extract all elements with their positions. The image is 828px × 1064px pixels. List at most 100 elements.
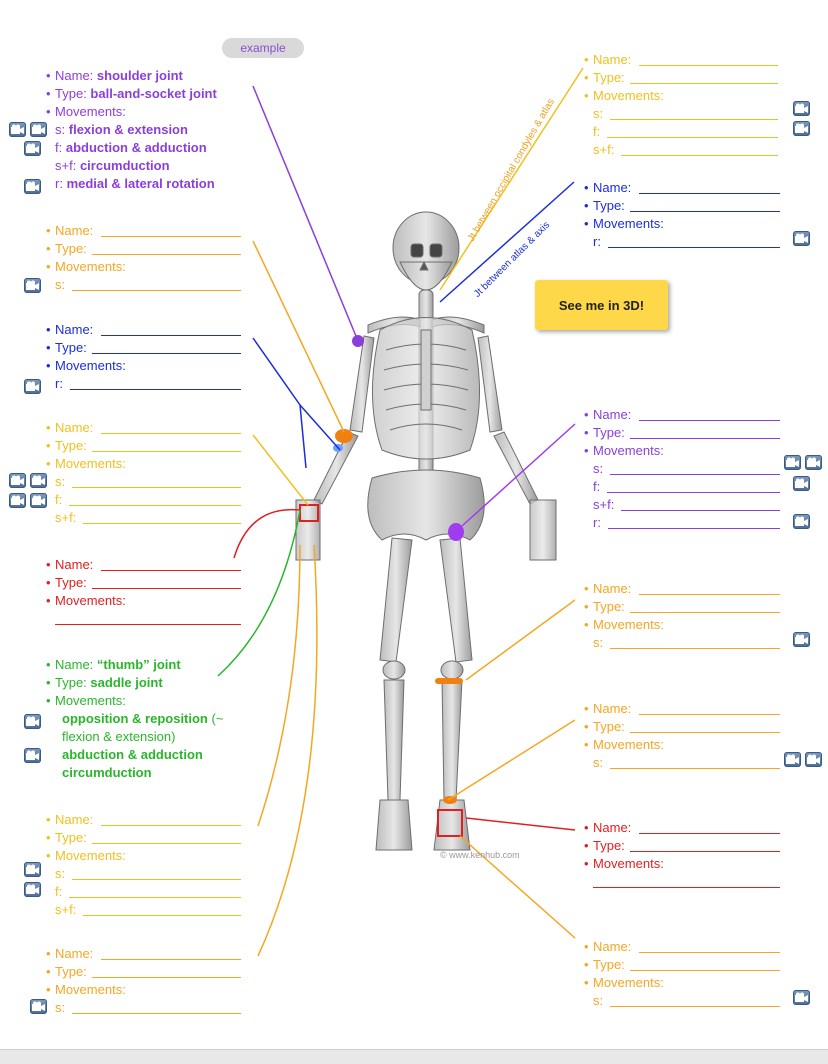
name-answer-line[interactable] bbox=[639, 714, 780, 715]
video-camera-icon[interactable] bbox=[793, 476, 810, 491]
video-camera-icon[interactable] bbox=[793, 121, 810, 136]
joint-block-7: Name:Type:Movements:s:f:s+f: bbox=[584, 51, 778, 159]
video-camera-icon[interactable] bbox=[805, 752, 822, 767]
video-camera-icon[interactable] bbox=[9, 473, 26, 488]
s-answer-line[interactable] bbox=[72, 290, 241, 291]
name-label: Name: bbox=[55, 68, 94, 83]
s-label: s: bbox=[593, 461, 604, 476]
name-label: Name: bbox=[55, 946, 94, 961]
video-camera-icon[interactable] bbox=[24, 379, 41, 394]
example-s: flexion & extension bbox=[68, 122, 188, 137]
s-label: s: bbox=[55, 474, 66, 489]
name-label: Name: bbox=[593, 407, 632, 422]
s-answer-line[interactable] bbox=[610, 119, 778, 120]
name-answer-line[interactable] bbox=[639, 952, 780, 953]
s-answer-line[interactable] bbox=[72, 1013, 241, 1014]
s-answer-line[interactable] bbox=[610, 1006, 780, 1007]
type-label: Type: bbox=[593, 425, 625, 440]
type-answer-line[interactable] bbox=[630, 970, 780, 971]
video-camera-icon[interactable] bbox=[9, 493, 26, 508]
name-answer-line[interactable] bbox=[639, 65, 778, 66]
r-answer-line[interactable] bbox=[608, 528, 780, 529]
f-answer-line[interactable] bbox=[607, 137, 778, 138]
type-answer-line[interactable] bbox=[92, 254, 241, 255]
video-camera-icon[interactable] bbox=[784, 455, 801, 470]
movements-label: Movements: bbox=[55, 259, 126, 274]
s-answer-line[interactable] bbox=[72, 487, 241, 488]
sf-answer-line[interactable] bbox=[83, 915, 241, 916]
video-camera-icon[interactable] bbox=[30, 493, 47, 508]
name-answer-line[interactable] bbox=[101, 570, 241, 571]
type-answer-line[interactable] bbox=[630, 612, 780, 613]
f-answer-line[interactable] bbox=[607, 492, 780, 493]
video-camera-icon[interactable] bbox=[805, 455, 822, 470]
name-answer-line[interactable] bbox=[639, 833, 780, 834]
joint-block-13: Name:Type:Movements:s: bbox=[584, 938, 780, 1010]
f-answer-line[interactable] bbox=[69, 897, 241, 898]
video-camera-icon[interactable] bbox=[793, 101, 810, 116]
type-answer-line[interactable] bbox=[92, 843, 241, 844]
thumb-m1: opposition & reposition bbox=[62, 711, 208, 726]
name-label: Name: bbox=[593, 820, 632, 835]
video-camera-icon[interactable] bbox=[793, 632, 810, 647]
movements-answer-line[interactable] bbox=[593, 887, 780, 888]
example-sf: circumduction bbox=[79, 158, 170, 173]
video-camera-icon[interactable] bbox=[30, 999, 47, 1014]
s-answer-line[interactable] bbox=[610, 648, 780, 649]
type-label: Type: bbox=[55, 830, 87, 845]
s-label: s: bbox=[593, 106, 604, 121]
video-camera-icon[interactable] bbox=[24, 748, 41, 763]
type-answer-line[interactable] bbox=[630, 851, 780, 852]
video-camera-icon[interactable] bbox=[793, 990, 810, 1005]
joint-block-10: Name:Type:Movements:s: bbox=[584, 580, 780, 652]
video-camera-icon[interactable] bbox=[9, 122, 26, 137]
s-answer-line[interactable] bbox=[610, 768, 780, 769]
example-name: shoulder joint bbox=[96, 68, 183, 83]
s-answer-line[interactable] bbox=[72, 879, 241, 880]
type-answer-line[interactable] bbox=[630, 83, 778, 84]
type-label: Type: bbox=[55, 964, 87, 979]
video-camera-icon[interactable] bbox=[30, 122, 47, 137]
video-camera-icon[interactable] bbox=[30, 473, 47, 488]
r-answer-line[interactable] bbox=[70, 389, 241, 390]
thumb-m1-note-b: flexion & extension) bbox=[62, 729, 176, 744]
see-in-3d-callout[interactable]: See me in 3D! bbox=[535, 280, 668, 330]
type-answer-line[interactable] bbox=[630, 211, 780, 212]
name-answer-line[interactable] bbox=[639, 594, 780, 595]
name-answer-line[interactable] bbox=[101, 959, 241, 960]
video-camera-icon[interactable] bbox=[24, 141, 41, 156]
thumb-m3: circumduction bbox=[62, 765, 152, 780]
name-answer-line[interactable] bbox=[639, 193, 780, 194]
video-camera-icon[interactable] bbox=[793, 231, 810, 246]
video-camera-icon[interactable] bbox=[24, 882, 41, 897]
f-answer-line[interactable] bbox=[69, 505, 241, 506]
r-answer-line[interactable] bbox=[608, 247, 780, 248]
name-answer-line[interactable] bbox=[639, 420, 780, 421]
name-answer-line[interactable] bbox=[101, 825, 241, 826]
name-answer-line[interactable] bbox=[101, 335, 241, 336]
video-camera-icon[interactable] bbox=[24, 862, 41, 877]
type-answer-line[interactable] bbox=[92, 353, 241, 354]
video-camera-icon[interactable] bbox=[784, 752, 801, 767]
movements-answer-line[interactable] bbox=[55, 624, 241, 625]
s-label: s: bbox=[55, 866, 66, 881]
name-label: Name: bbox=[593, 701, 632, 716]
name-answer-line[interactable] bbox=[101, 433, 241, 434]
s-label: s: bbox=[55, 1000, 66, 1015]
video-camera-icon[interactable] bbox=[24, 278, 41, 293]
name-label: Name: bbox=[55, 812, 94, 827]
type-answer-line[interactable] bbox=[630, 438, 780, 439]
sf-answer-line[interactable] bbox=[83, 523, 241, 524]
video-camera-icon[interactable] bbox=[24, 714, 41, 729]
video-camera-icon[interactable] bbox=[793, 514, 810, 529]
sf-answer-line[interactable] bbox=[621, 510, 780, 511]
s-answer-line[interactable] bbox=[610, 474, 780, 475]
sf-label: s+f: bbox=[593, 497, 615, 512]
type-answer-line[interactable] bbox=[92, 451, 241, 452]
type-answer-line[interactable] bbox=[630, 732, 780, 733]
type-answer-line[interactable] bbox=[92, 588, 241, 589]
video-camera-icon[interactable] bbox=[24, 179, 41, 194]
type-answer-line[interactable] bbox=[92, 977, 241, 978]
name-answer-line[interactable] bbox=[101, 236, 241, 237]
sf-answer-line[interactable] bbox=[621, 155, 778, 156]
